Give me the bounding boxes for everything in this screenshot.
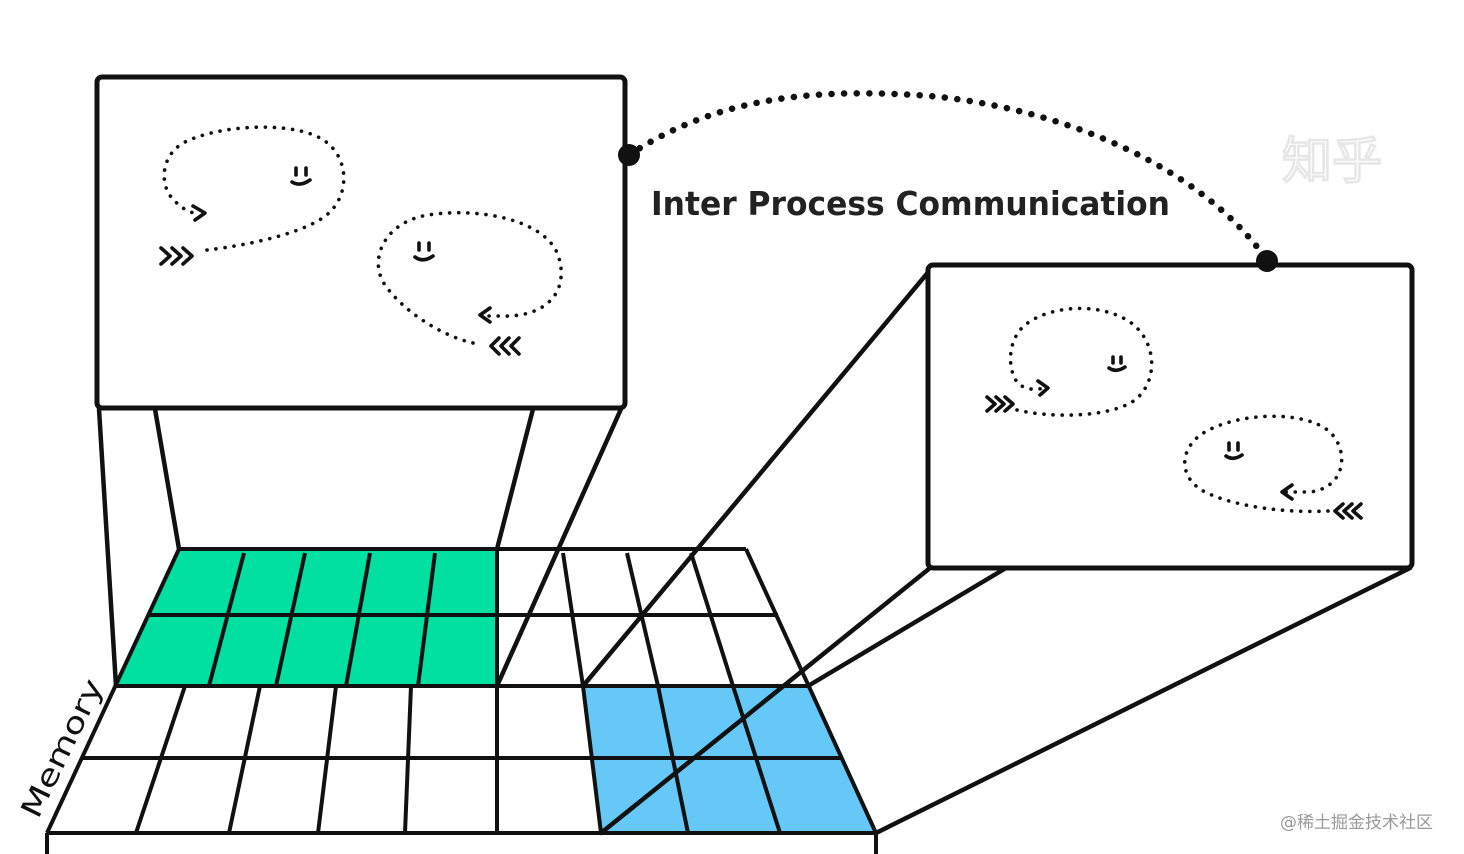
smiley-icon [1224, 441, 1244, 461]
chevron-icon [1333, 502, 1363, 520]
process-a-projection [96, 406, 624, 689]
grid-line-v [207, 552, 246, 687]
process-b-frame [925, 262, 1415, 571]
projection-line [494, 406, 624, 689]
thread-loop-4 [1182, 414, 1363, 520]
smiley-icon [413, 241, 435, 262]
ipc-endpoint-a [618, 144, 640, 166]
grid-line-v [403, 685, 413, 834]
projection-line [580, 267, 933, 689]
grid-line-v [581, 685, 603, 834]
thread-loop-3 [985, 306, 1154, 417]
grid-line-v [731, 685, 782, 834]
grid-line-v [316, 685, 338, 834]
grid-line-v [134, 685, 187, 834]
grid-line-v [561, 552, 585, 687]
thread-loop-1 [159, 125, 346, 266]
grid-line-v [625, 552, 660, 687]
grid-line-v [656, 685, 690, 834]
projection-line [96, 406, 119, 689]
ipc-endpoint-b [1256, 250, 1278, 272]
process-b-box [925, 262, 1415, 571]
memory-grid [45, 547, 878, 854]
ipc-label: Inter Process Communication [651, 184, 1170, 223]
smiley-icon [290, 166, 312, 186]
smiley-icon [1107, 355, 1127, 373]
projection-line [873, 565, 1413, 836]
grid-line-v [416, 552, 437, 687]
chevron-icon [159, 246, 194, 266]
ipc-curve [625, 90, 1271, 264]
watermark-text: 知乎 [1282, 132, 1382, 190]
process-a-box [94, 74, 628, 411]
credit-text: @稀土掘金技术社区 [1280, 813, 1433, 833]
grid-line-v [227, 685, 262, 834]
grid-right-edge [744, 548, 878, 834]
thread-loop-2 [376, 211, 564, 356]
process-a-frame [94, 74, 628, 411]
chevron-icon [489, 336, 521, 356]
process-a-memory-region [116, 549, 497, 686]
projection-line [494, 406, 536, 552]
grid-line-v [274, 552, 307, 687]
projection-line [598, 565, 933, 836]
projection-line [152, 406, 182, 552]
grid-line-v [344, 552, 372, 687]
grid-line-v [689, 552, 735, 687]
projection-line [805, 565, 1009, 689]
chevron-icon [985, 395, 1015, 413]
ipc-connector: Inter Process Communication [618, 90, 1278, 272]
process-b-projection [580, 267, 1413, 836]
grid-left-edge [45, 548, 181, 834]
